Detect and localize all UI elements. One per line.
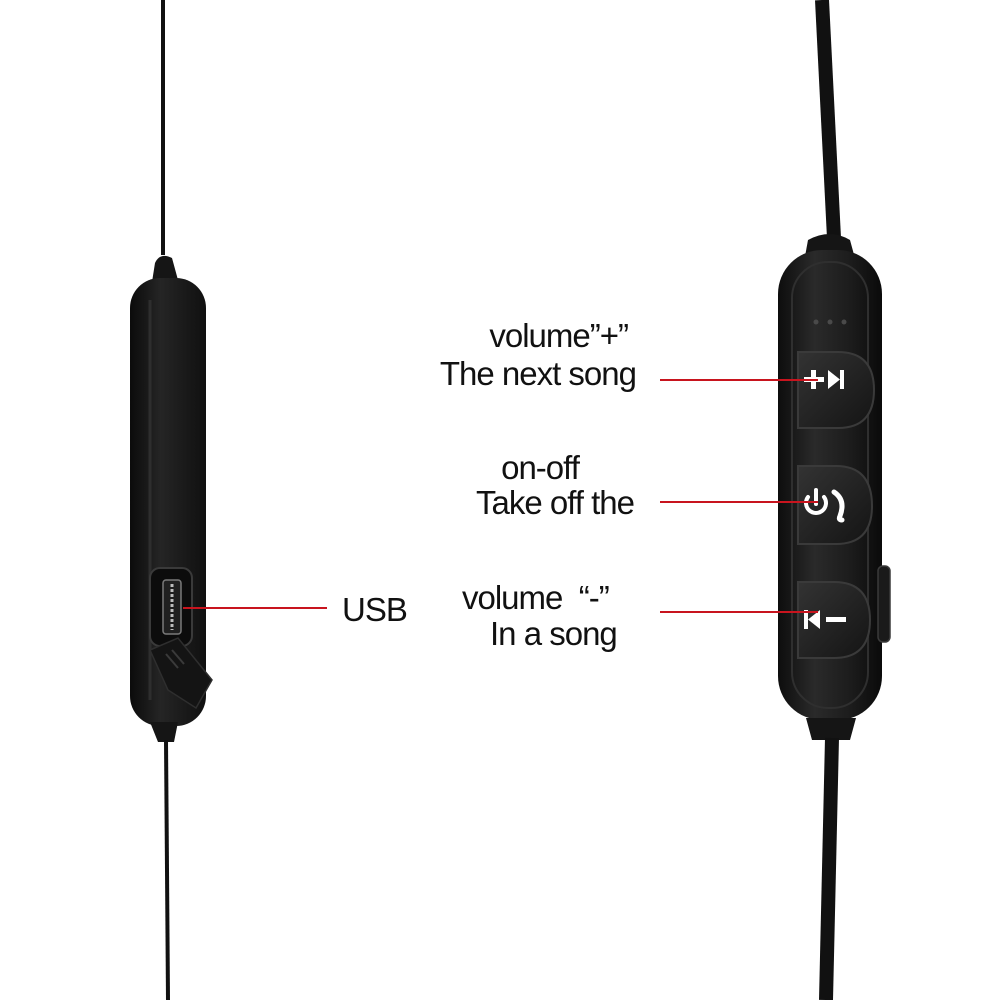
power-call-button xyxy=(797,465,874,545)
right-cable-top xyxy=(815,0,841,239)
previous-minus-button xyxy=(797,581,872,659)
label-onoff-line2: Take off the xyxy=(475,484,635,521)
right-cable-strain-relief-bottom xyxy=(806,718,856,740)
label-volume-plus-line2: The next song xyxy=(439,355,637,392)
left-cable-strain-relief-top xyxy=(152,255,178,282)
side-switch xyxy=(877,565,891,643)
leader-lines xyxy=(183,379,818,613)
left-cable-bottom xyxy=(164,739,170,1000)
label-volume-plus-line1: volume”+” xyxy=(489,317,629,354)
plus-next-button xyxy=(797,351,876,429)
label-onoff-line1: on-off xyxy=(501,449,580,486)
indicator-dots xyxy=(813,319,847,325)
usb-rubber-flap xyxy=(149,637,213,710)
previous-minus-icon xyxy=(804,610,846,629)
label-volume-minus-line2: In a song xyxy=(490,615,618,652)
label-volume-minus-line1: volume “-” xyxy=(462,579,610,616)
label-usb: USB xyxy=(342,591,408,628)
right-module xyxy=(778,0,891,1000)
left-module xyxy=(130,0,213,1000)
left-cable-strain-relief-bottom xyxy=(150,722,178,742)
right-cable-bottom xyxy=(819,737,839,1000)
